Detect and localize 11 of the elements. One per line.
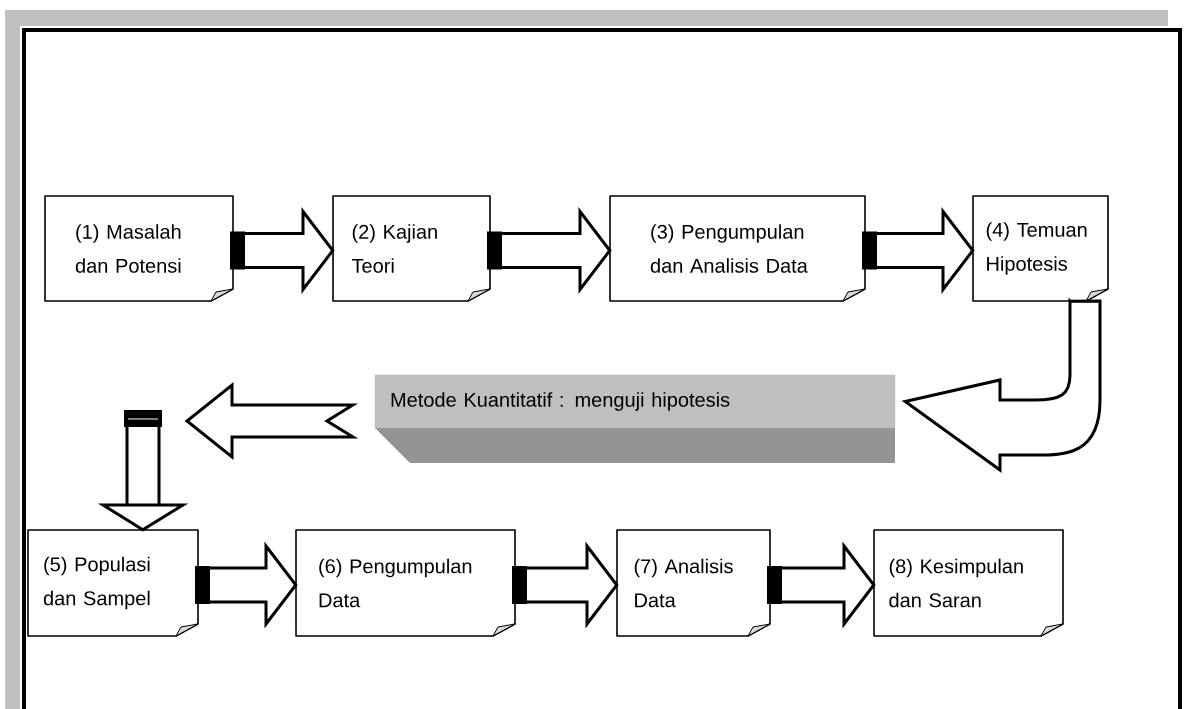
document-box: (6) Pengumpulan Data [295, 529, 516, 637]
document-box: (1) Masalah dan Potensi [44, 195, 234, 302]
document-box: (7) Analisis Data [616, 529, 771, 637]
document-box: (4) Temuan Hipotesis [972, 195, 1109, 302]
document-box: (3) Pengumpulan dan Analisis Data [609, 195, 866, 302]
document-box: (8) Kesimpulan dan Saran [873, 529, 1064, 637]
bevel-box: Metode Kuantitatif : menguji hipotesis [374, 374, 896, 463]
block-arrow [184, 381, 359, 461]
block-arrow [903, 299, 1102, 472]
document-box: (5) Populasi dan Sampel [27, 529, 199, 637]
document-box: (2) Kajian Teori [332, 195, 491, 302]
